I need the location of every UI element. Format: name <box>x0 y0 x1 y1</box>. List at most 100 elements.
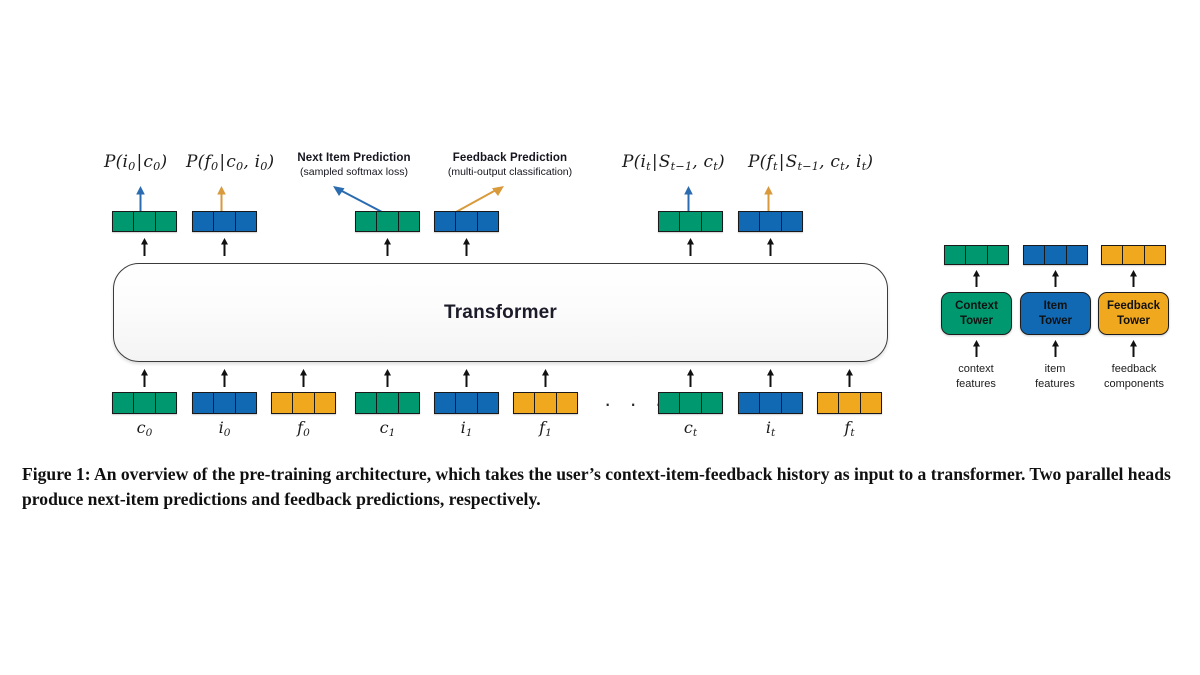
input-label-ft: ft <box>844 418 855 440</box>
input-label-ct: ct <box>683 418 698 440</box>
next-item-prediction-subtitle: (sampled softmax loss) <box>300 166 408 178</box>
token-cell <box>272 393 294 413</box>
token-cell <box>860 393 881 413</box>
transformer-label: Transformer <box>443 301 558 323</box>
context-features-line2: features <box>956 377 996 390</box>
context-tower-input-label: context features <box>931 362 1021 392</box>
token-cell <box>680 393 702 413</box>
token-cell <box>193 393 215 413</box>
token-cell <box>398 212 419 231</box>
input-label-c0: c0 <box>136 418 153 440</box>
input-label-it: it <box>765 418 776 440</box>
token-cell <box>781 212 802 231</box>
token-cell <box>477 393 498 413</box>
output-token-f1 <box>434 211 499 232</box>
next-item-prediction-title: Next Item Prediction <box>297 152 411 164</box>
arrow-i1-to-transformer <box>461 369 471 387</box>
arrow-ct-to-transformer <box>685 369 695 387</box>
item-tower-input-label: item features <box>1010 362 1100 392</box>
token-cell <box>739 212 761 231</box>
token-cell <box>155 212 176 231</box>
token-cell <box>945 246 967 264</box>
input-label-i1: i1 <box>460 418 473 440</box>
arrow-up-head-i0 <box>135 186 145 214</box>
item-features-line1: item <box>1044 363 1066 375</box>
token-cell <box>456 393 478 413</box>
arrow-c1-to-transformer <box>382 369 392 387</box>
input-token-it <box>738 392 803 414</box>
feedback-tower: Feedback Tower <box>1098 292 1169 335</box>
token-cell <box>214 393 236 413</box>
token-cell <box>314 393 335 413</box>
token-cell <box>781 393 802 413</box>
token-cell <box>680 212 702 231</box>
feedback-tower-label: Feedback Tower <box>1107 299 1160 327</box>
token-cell <box>760 212 782 231</box>
token-cell <box>739 393 761 413</box>
input-label-c1: c1 <box>379 418 396 440</box>
probability-label-ft: P(ft|St−1, ct, it) <box>748 152 874 174</box>
token-cell <box>356 212 378 231</box>
token-cell <box>556 393 577 413</box>
arrow-diagonal-feedback-prediction <box>450 184 510 214</box>
token-cell <box>535 393 557 413</box>
arrow-transformer-to-ft <box>765 238 775 256</box>
token-cell <box>293 393 315 413</box>
token-cell <box>214 212 236 231</box>
transformer-block: Transformer <box>113 263 888 362</box>
feedback-tower-label-line2: Tower <box>1116 314 1150 327</box>
token-cell <box>987 246 1008 264</box>
figure-caption: Figure 1: An overview of the pre-trainin… <box>22 464 1171 509</box>
feedback-components-line2: components <box>1104 377 1164 390</box>
token-cell <box>659 393 681 413</box>
input-token-c0 <box>112 392 177 414</box>
tower-output-token-feedback <box>1101 245 1166 265</box>
token-cell <box>435 212 457 231</box>
token-cell <box>1123 246 1145 264</box>
input-label-i0: i0 <box>218 418 231 440</box>
arrow-transformer-to-f0 <box>219 238 229 256</box>
context-tower-label-line1: Context <box>955 300 998 313</box>
probability-label-it: P(it|St−1, ct) <box>622 152 725 174</box>
arrow-context-features-to-tower <box>971 340 981 357</box>
input-label-f1: f1 <box>539 418 552 440</box>
arrow-item-tower-output <box>1050 270 1060 287</box>
feedback-tower-input-label: feedback components <box>1088 362 1180 392</box>
output-token-it <box>658 211 723 232</box>
output-token-i1 <box>355 211 420 232</box>
item-features-line2: features <box>1035 377 1075 390</box>
input-token-i1 <box>434 392 499 414</box>
token-cell <box>398 393 419 413</box>
input-token-c1 <box>355 392 420 414</box>
output-token-i0 <box>112 211 177 232</box>
token-cell <box>514 393 536 413</box>
arrow-i0-to-transformer <box>219 369 229 387</box>
sequence-ellipsis: · · · <box>604 391 669 416</box>
arrow-c0-to-transformer <box>139 369 149 387</box>
feedback-tower-label-line1: Feedback <box>1106 300 1161 313</box>
arrow-feedback-components-to-tower <box>1128 340 1138 357</box>
input-token-f0 <box>271 392 336 414</box>
token-cell <box>377 212 399 231</box>
token-cell <box>435 393 457 413</box>
arrow-ft-to-transformer <box>844 369 854 387</box>
token-cell <box>1045 246 1067 264</box>
probability-label-i0: P(i0|c0) <box>104 152 168 174</box>
token-cell <box>113 393 135 413</box>
token-cell <box>377 393 399 413</box>
token-cell <box>659 212 681 231</box>
token-cell <box>760 393 782 413</box>
arrow-context-tower-output <box>971 270 981 287</box>
input-token-f1 <box>513 392 578 414</box>
arrow-up-head-ft <box>763 186 773 214</box>
item-tower: Item Tower <box>1020 292 1091 335</box>
token-cell <box>356 393 378 413</box>
tower-output-token-item <box>1023 245 1088 265</box>
context-tower: Context Tower <box>941 292 1012 335</box>
feedback-prediction-subtitle: (multi-output classification) <box>447 166 573 178</box>
token-cell <box>134 212 156 231</box>
token-cell <box>193 212 215 231</box>
token-cell <box>1024 246 1046 264</box>
annotation-feedback-prediction: Feedback Prediction (multi-output classi… <box>434 152 586 178</box>
